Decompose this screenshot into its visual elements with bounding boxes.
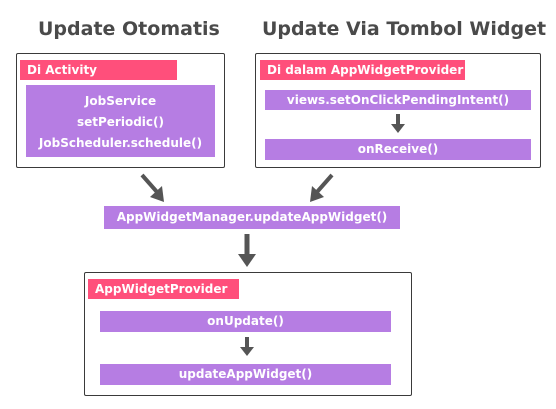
onreceive-box: onReceive() — [265, 139, 531, 160]
job-scheduler-box: JobService setPeriodic() JobScheduler.sc… — [26, 85, 215, 157]
updateappwidget-box: updateAppWidget() — [100, 364, 391, 385]
line-setperiodic: setPeriodic() — [76, 115, 164, 129]
tag-di-activity: Di Activity — [20, 60, 177, 80]
heading-update-otomatis: Update Otomatis — [38, 18, 220, 40]
appwidgetmanager-update-box: AppWidgetManager.updateAppWidget() — [104, 206, 400, 229]
line-jobservice: JobService — [84, 94, 157, 108]
tag-di-dalam-appwidgetprovider: Di dalam AppWidgetProvider — [260, 60, 465, 80]
down-arrow-icon — [391, 114, 405, 133]
diagonal-arrow-left-icon — [140, 173, 164, 202]
diagonal-arrow-right-icon — [310, 173, 334, 202]
down-arrow-bottom-icon — [240, 337, 254, 356]
heading-update-via-tombol-widget: Update Via Tombol Widget — [262, 18, 547, 40]
down-arrow-to-provider-icon — [238, 234, 256, 267]
set-onclick-pending-intent-box: views.setOnClickPendingIntent() — [265, 90, 531, 110]
line-jobscheduler-schedule: JobScheduler.schedule() — [38, 136, 203, 150]
tag-appwidgetprovider: AppWidgetProvider — [88, 279, 239, 299]
onupdate-box: onUpdate() — [100, 311, 391, 332]
